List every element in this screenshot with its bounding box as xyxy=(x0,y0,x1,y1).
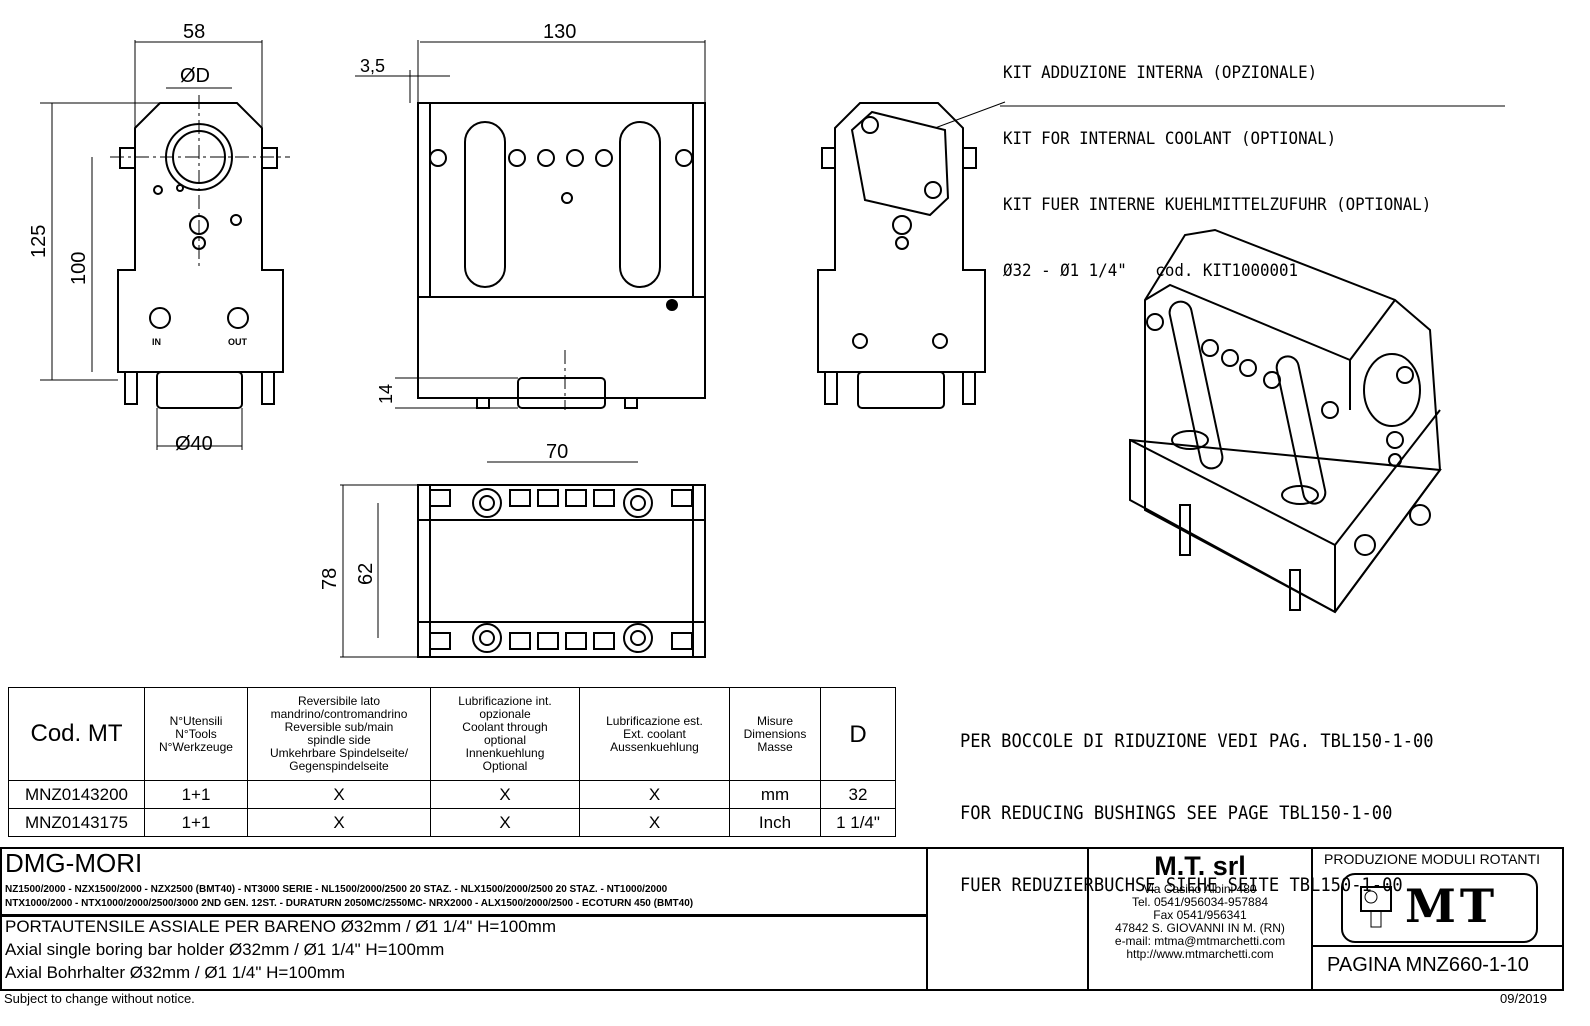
rear-view xyxy=(817,101,1505,409)
bushing-note-line: FUER REDUZIERBUCHSE SIEHE SEITE TBL150-1… xyxy=(960,874,1403,896)
page-number: PAGINA MNZ660-1-10 xyxy=(1327,954,1529,976)
cell-code: MNZ0143200 xyxy=(8,780,145,809)
dim-slot-distance: 70 xyxy=(546,441,568,463)
table-row: MNZ0143200 1+1 X X X mm 32 xyxy=(8,780,896,809)
cell-d: 1 1/4" xyxy=(820,808,896,837)
top-view: 70 78 62 xyxy=(319,441,706,658)
dim-top-inner-width: 62 xyxy=(355,563,377,585)
header-code: Cod. MT xyxy=(8,687,145,781)
kit-note-line: KIT ADDUZIONE INTERNA (OPZIONALE) xyxy=(1003,63,1318,83)
company-address: Via Casino Albini 480 xyxy=(1143,882,1257,896)
divider xyxy=(1311,847,1313,991)
cell-int-coolant: X xyxy=(430,808,580,837)
machines-line: NTX1000/2000 - NTX1000/2000/2500/3000 2N… xyxy=(5,898,694,909)
kit-note-line: Ø32 - Ø1 1/4" cod. KIT1000001 xyxy=(1003,261,1299,281)
company-tel: Tel. 0541/956034-957884 xyxy=(1131,895,1269,909)
company-name: M.T. srl xyxy=(1154,851,1246,881)
spec-table: Cod. MT N°Utensili N°Tools N°Werkzeuge R… xyxy=(8,687,896,837)
divider xyxy=(1087,847,1089,991)
cell-ext-coolant: X xyxy=(579,780,730,809)
table-header-row: Cod. MT N°Utensili N°Tools N°Werkzeuge R… xyxy=(8,687,896,781)
dim-side-length: 130 xyxy=(543,21,576,43)
divider xyxy=(0,914,928,917)
description-en: Axial single boring bar holder Ø32mm / Ø… xyxy=(5,940,445,959)
company-email: e-mail: mtma@mtmarchetti.com xyxy=(1114,934,1286,948)
label-in: IN xyxy=(152,337,161,347)
header-int-coolant: Lubrificazione int. opzionale Coolant th… xyxy=(430,687,580,781)
cell-ext-coolant: X xyxy=(579,808,730,837)
dim-front-width: 58 xyxy=(183,21,205,43)
kit-note: KIT ADDUZIONE INTERNA (OPZIONALE) KIT FO… xyxy=(1003,18,1431,304)
kit-note-line: KIT FUER INTERNE KUEHLMITTELZUFUHR (OPTI… xyxy=(1003,195,1432,215)
dim-bore: ØD xyxy=(180,65,210,87)
bushing-note-line: FOR REDUCING BUSHINGS SEE PAGE TBL150-1-… xyxy=(960,802,1393,824)
cell-tools: 1+1 xyxy=(144,780,248,809)
rotary-module-icon xyxy=(1360,886,1392,928)
bushing-note-line: PER BOCCOLE DI RIDUZIONE VEDI PAG. TBL15… xyxy=(960,730,1434,752)
header-tools: N°Utensili N°Tools N°Werkzeuge xyxy=(144,687,248,781)
cell-code: MNZ0143175 xyxy=(8,808,145,837)
description-de: Axial Bohrhalter Ø32mm / Ø1 1/4" H=100mm xyxy=(5,963,346,982)
cell-reversible: X xyxy=(247,808,431,837)
company-city: 47842 S. GIOVANNI IN M. (RN) xyxy=(1115,921,1285,935)
divider xyxy=(1311,945,1564,947)
description-it: PORTAUTENSILE ASSIALE PER BARENO Ø32mm /… xyxy=(5,917,557,936)
header-reversible: Reversibile lato mandrino/contromandrino… xyxy=(247,687,431,781)
dim-side-offset: 3,5 xyxy=(360,56,385,76)
table-row: MNZ0143175 1+1 X X X Inch 1 1/4" xyxy=(8,808,896,837)
disclaimer: Subject to change without notice. xyxy=(4,991,195,1006)
divider xyxy=(926,847,928,991)
header-ext-coolant: Lubrificazione est. Ext. coolant Aussenk… xyxy=(579,687,730,781)
dim-top-width: 78 xyxy=(319,568,341,590)
division: PRODUZIONE MODULI ROTANTI xyxy=(1324,851,1540,867)
date: 09/2019 xyxy=(1500,991,1547,1006)
cell-reversible: X xyxy=(247,780,431,809)
bushing-note: PER BOCCOLE DI RIDUZIONE VEDI PAG. TBL15… xyxy=(960,681,1434,921)
machines-line: NZ1500/2000 - NZX1500/2000 - NZX2500 (BM… xyxy=(5,884,668,895)
kit-note-line: KIT FOR INTERNAL COOLANT (OPTIONAL) xyxy=(1003,129,1337,149)
cell-units: Inch xyxy=(729,808,821,837)
cell-int-coolant: X xyxy=(430,780,580,809)
dim-front-height: 100 xyxy=(68,252,90,285)
company-info: M.T. srl Via Casino Albini 480 Tel. 0541… xyxy=(1089,849,1311,961)
dim-spigot-diameter: Ø40 xyxy=(175,433,213,455)
front-view: 58 ØD 125 100 Ø40 IN OUT xyxy=(28,21,290,455)
logo-text: MT xyxy=(1405,879,1499,933)
side-view: 130 3,5 14 xyxy=(355,21,706,410)
label-out: OUT xyxy=(228,337,248,347)
brand: DMG-MORI xyxy=(5,848,143,878)
technical-drawing: 58 ØD 125 100 Ø40 IN OUT 130 3,5 14 xyxy=(28,21,1505,658)
cell-units: mm xyxy=(729,780,821,809)
header-dimensions: Misure Dimensions Masse xyxy=(729,687,821,781)
isometric-view xyxy=(1129,228,1442,614)
header-d: D xyxy=(820,687,896,781)
cell-d: 32 xyxy=(820,780,896,809)
mt-logo: MT xyxy=(1341,873,1538,943)
dim-front-height-total: 125 xyxy=(28,225,50,258)
title-block xyxy=(0,847,1564,991)
dim-spigot-height: 14 xyxy=(376,384,396,404)
cell-tools: 1+1 xyxy=(144,808,248,837)
company-fax: Fax 0541/956341 xyxy=(1153,908,1247,922)
company-web: http://www.mtmarchetti.com xyxy=(1126,947,1274,961)
